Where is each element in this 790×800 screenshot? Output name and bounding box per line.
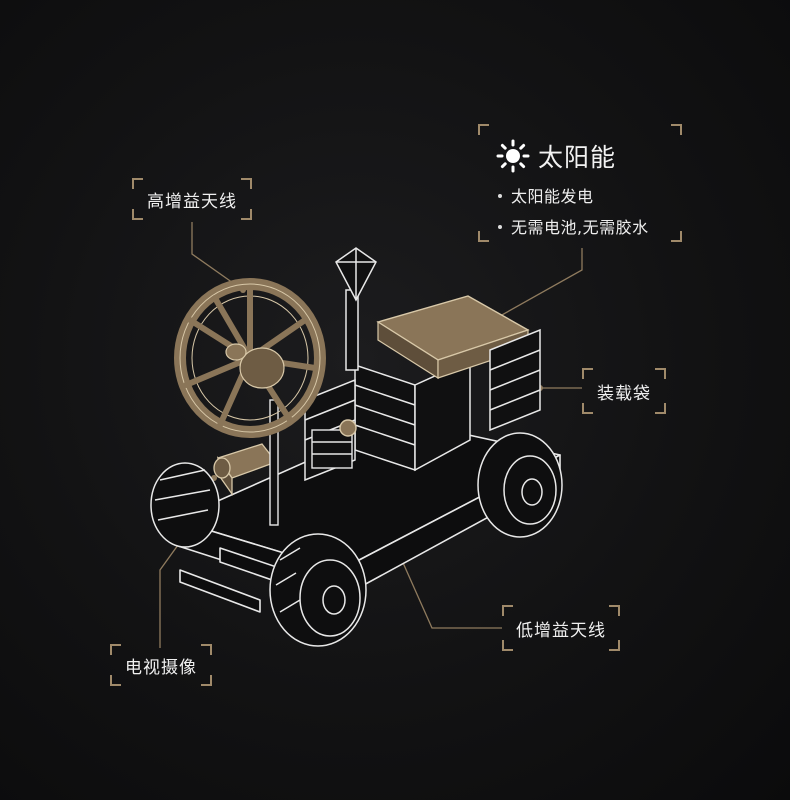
solar-bullet-1: 太阳能发电	[498, 183, 594, 207]
solar-panel	[376, 295, 530, 380]
solar-title: 太阳能	[496, 138, 616, 174]
leader-solar	[467, 248, 583, 335]
antenna-pole	[269, 399, 279, 526]
wheel-front	[269, 533, 367, 647]
solar-title-text: 太阳能	[538, 143, 617, 172]
label-cargo-bag: 装载袋	[582, 368, 666, 414]
solar-callout: 太阳能 太阳能发电 无需电池,无需胶水	[478, 124, 682, 242]
sun-icon	[496, 139, 530, 173]
solar-bullet-2: 无需电池,无需胶水	[498, 214, 649, 238]
low-gain-antenna	[311, 419, 357, 469]
leader-high-gain-antenna	[191, 222, 244, 291]
label-high-gain-antenna: 高增益天线	[132, 178, 252, 220]
wheel-rear-left	[150, 462, 220, 548]
wheel-rear-right	[477, 432, 563, 538]
label-tv-camera: 电视摄像	[110, 644, 212, 686]
mast	[335, 247, 377, 371]
seats	[304, 358, 471, 482]
cargo-bag	[489, 328, 541, 432]
label-low-gain-antenna: 低增益天线	[502, 605, 620, 651]
high-gain-dish	[174, 278, 326, 438]
